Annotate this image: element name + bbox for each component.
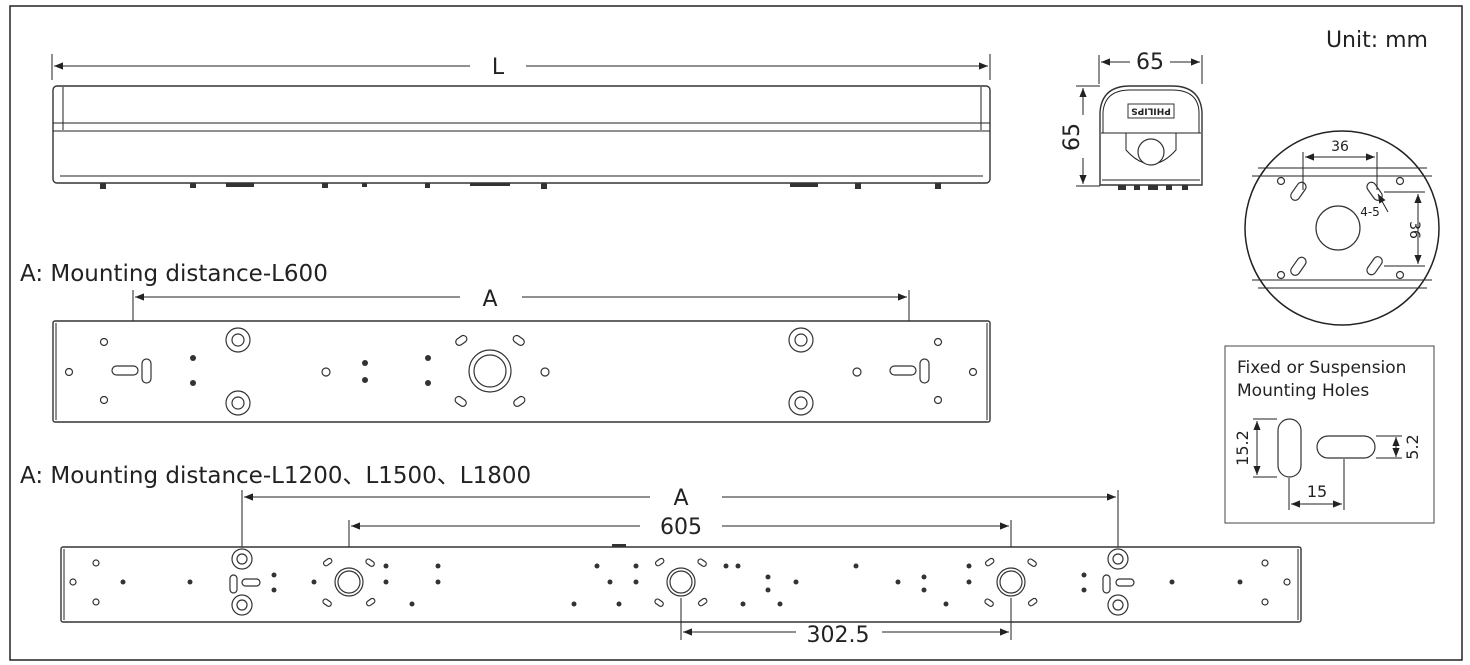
dim-302-label: 302.5 [807,623,870,648]
dim-height-label: 65 [1060,123,1085,151]
front-view: L [51,54,991,189]
heading-l600: A: Mounting distance-L600 [20,261,328,287]
circle-detail: 36 36 4-5 [1244,130,1440,326]
plate-l1200 [60,544,1302,623]
detail-slot-label: 4-5 [1360,205,1380,219]
hole-dim-width: 5.2 [1403,434,1422,459]
plate-l600 [52,320,991,423]
dim-a-label: A [482,287,497,312]
drawing-border [9,5,1463,661]
mounting-holes-box: Fixed or Suspension Mounting Holes 15.2 … [1224,345,1435,524]
detail-span-h: 36 [1331,139,1349,155]
dim-length-label: L [492,55,505,80]
end-view: 65 65 PHILIPS [1060,50,1203,190]
hole-dim-length: 15 [1307,482,1327,501]
unit-label: Unit: mm [1326,28,1428,53]
philips-logo: PHILIPS [1131,106,1171,116]
dim-605-label: 605 [660,515,702,540]
dim-302: 302.5 [680,598,1012,648]
dim-605: 605 [348,515,1012,582]
dim-width-label: 65 [1136,50,1164,75]
detail-span-v: 36 [1406,221,1422,239]
holes-title-line2: Mounting Holes [1237,381,1369,401]
hole-dim-height: 15.2 [1233,430,1252,466]
holes-title-line1: Fixed or Suspension [1237,358,1406,378]
heading-l1200: A: Mounting distance-L1200、L1500、L1800 [20,463,531,489]
dim-a2-label: A [673,486,688,511]
